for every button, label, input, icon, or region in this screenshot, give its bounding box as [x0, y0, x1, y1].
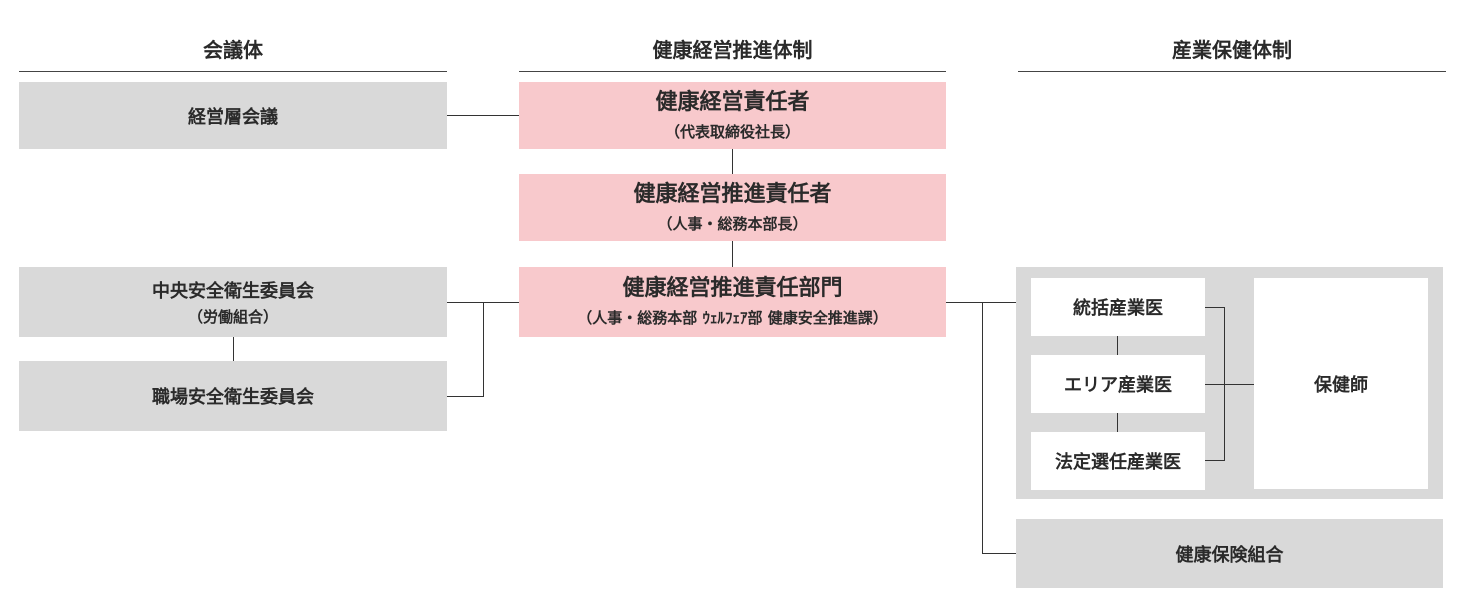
connector-central-to-workplace	[233, 337, 234, 361]
chief-officer-label: 健康経営責任者	[655, 89, 810, 115]
public-health-nurse-box: 保健師	[1254, 278, 1428, 489]
header-promotion: 健康経営推進体制	[519, 32, 946, 72]
promotion-department-label: 健康経営推進責任部門	[622, 276, 843, 301]
connector-bracket-bottom	[1205, 460, 1225, 461]
central-committee-label: 中央安全衛生委員会	[152, 281, 314, 302]
workplace-committee-box: 職場安全衛生委員会	[19, 361, 447, 431]
workplace-committee-label: 職場安全衛生委員会	[152, 387, 314, 408]
management-meeting-box: 経営層会議	[19, 82, 447, 149]
connector-department-to-occupational	[946, 302, 1016, 303]
health-insurance-union-box: 健康保険組合	[1016, 519, 1443, 588]
promotion-officer-note: （人事・総務本部長）	[657, 214, 808, 233]
promotion-officer-label: 健康経営推進責任者	[633, 181, 832, 207]
statutory-physician-box: 法定選任産業医	[1031, 432, 1205, 490]
connector-bracket-middle	[1205, 384, 1254, 385]
connector-bracket-top	[1205, 307, 1225, 308]
central-committee-note: （労働組合）	[187, 308, 278, 326]
statutory-physician-label: 法定選任産業医	[1055, 452, 1181, 473]
chief-officer-note: （代表取締役社長）	[664, 122, 800, 141]
header-occupational: 産業保健体制	[1018, 32, 1446, 72]
promotion-department-note: （人事・総務本部 ｳｪﾙﾌｪｱ部 健康安全推進課）	[577, 309, 888, 327]
connector-workplace-committee-stub	[447, 396, 484, 397]
promotion-department-box: 健康経営推進責任部門 （人事・総務本部 ｳｪﾙﾌｪｱ部 健康安全推進課）	[519, 267, 946, 337]
connector-promotion-officer-to-department	[732, 241, 733, 267]
connector-occupational-vertical	[982, 302, 983, 554]
connector-area-to-statutory-physician	[1117, 413, 1118, 432]
area-physician-box: エリア産業医	[1031, 355, 1205, 413]
chief-physician-box: 統括産業医	[1031, 278, 1205, 336]
connector-to-health-insurance	[982, 553, 1016, 554]
central-committee-box: 中央安全衛生委員会 （労働組合）	[19, 267, 447, 337]
connector-chief-to-promotion-officer	[732, 149, 733, 174]
header-council: 会議体	[19, 32, 447, 72]
health-insurance-union-label: 健康保険組合	[1175, 544, 1284, 566]
chief-physician-label: 統括産業医	[1073, 298, 1163, 319]
public-health-nurse-label: 保健師	[1314, 374, 1368, 396]
area-physician-label: エリア産業医	[1064, 375, 1172, 396]
management-meeting-label: 経営層会議	[188, 106, 278, 128]
connector-chief-to-area-physician	[1117, 336, 1118, 355]
connector-management-to-chief	[447, 115, 519, 116]
chief-officer-box: 健康経営責任者 （代表取締役社長）	[519, 82, 946, 149]
connector-committee-vertical	[483, 302, 484, 397]
promotion-officer-box: 健康経営推進責任者 （人事・総務本部長）	[519, 174, 946, 241]
